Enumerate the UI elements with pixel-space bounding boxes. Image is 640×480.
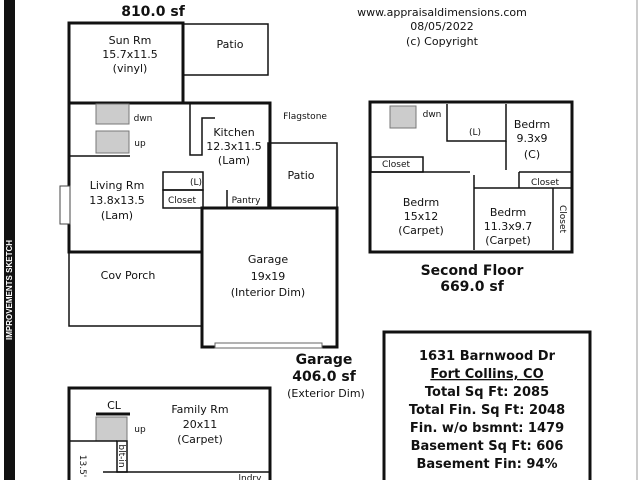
bedroom-2-dims: 15x12 (404, 210, 439, 223)
closet-label: Closet (168, 196, 197, 206)
second-floor-title: Second Floor (421, 263, 524, 279)
patio-right-label: Patio (288, 169, 315, 182)
bedroom-2-floor: (Carpet) (398, 224, 444, 237)
kitchen-floor: (Lam) (218, 154, 250, 167)
patio-top-label: Patio (217, 38, 244, 51)
bedroom-3-dims: 11.3x9.7 (484, 220, 533, 233)
garage-summary-title: Garage (296, 352, 353, 368)
built-in-label: blt-in (116, 444, 126, 467)
family-room-label: Family Rm (171, 403, 228, 416)
kitchen-label: Kitchen (213, 126, 254, 139)
laundry-label: (L) (190, 178, 202, 188)
stairs-down-label: dwn (423, 110, 442, 120)
closet-left-label: Closet (382, 160, 411, 170)
basement-sq-ft: Basement Sq Ft: 606 (411, 439, 564, 454)
garage-summary-area: 406.0 sf (292, 369, 356, 385)
pantry-label: Pantry (232, 196, 261, 206)
bedroom-2-label: Bedrm (403, 196, 439, 209)
laundry-label: (L) (469, 128, 481, 138)
living-room-floor: (Lam) (101, 209, 133, 222)
city: Fort Collins, CO (430, 367, 543, 382)
living-room-label: Living Rm (90, 179, 145, 192)
garage-dims: 19x19 (251, 270, 286, 283)
patio-top (182, 23, 269, 76)
cov-porch (68, 251, 203, 327)
closet-label: CL (107, 399, 122, 412)
main-floor: Sun Rm 15.7x11.5 (vinyl) Patio dwn up Ki… (59, 21, 339, 349)
stairs-up-label: up (134, 425, 146, 435)
second-floor-area: 669.0 sf (440, 279, 504, 295)
bedroom-1-label: Bedrm (514, 118, 550, 131)
closet-right-label: Closet (531, 178, 560, 188)
garage-door (214, 342, 323, 349)
closet-side-label: Closet (557, 205, 567, 234)
stairs-up (95, 130, 130, 154)
laundry-label: lndry (239, 474, 263, 480)
total-fin-sq-ft: Total Fin. Sq Ft: 2048 (409, 403, 565, 418)
date: 08/05/2022 (410, 20, 473, 33)
bedroom-1-dims: 9.3x9 (516, 132, 547, 145)
family-room-floor: (Carpet) (177, 433, 223, 446)
sun-room-label: Sun Rm (109, 34, 152, 47)
bedroom-3-label: Bedrm (490, 206, 526, 219)
sidebar-bar (4, 0, 15, 480)
kitchen-dims: 12.3x11.5 (206, 140, 262, 153)
garage-note: (Interior Dim) (231, 286, 305, 299)
total-sq-ft: Total Sq Ft: 2085 (425, 385, 549, 400)
garage-label: Garage (248, 253, 289, 266)
info-box: 1631 Barnwood Dr Fort Collins, CO Total … (382, 330, 592, 480)
bedroom-1-floor: (C) (524, 148, 540, 161)
cov-porch-label: Cov Porch (101, 269, 156, 282)
fireplace (59, 185, 71, 225)
address: 1631 Barnwood Dr (419, 349, 556, 364)
flagstone-label: Flagstone (283, 112, 327, 122)
dimension-label: 13.5' (77, 455, 87, 478)
basement-fin: Basement Fin: 94% (416, 457, 557, 472)
stairs-up (95, 416, 128, 442)
main-floor-area: 810.0 sf (121, 4, 185, 20)
sun-room-floor: (vinyl) (113, 62, 148, 75)
sidebar-label: IMPROVEMENTS SKETCH (5, 240, 14, 340)
second-floor: dwn (L) Bedrm 9.3x9 (C) Closet Closet Cl… (368, 100, 574, 254)
stairs-down (95, 103, 130, 125)
bedroom-3-floor: (Carpet) (485, 234, 531, 247)
garage-summary-note: (Exterior Dim) (287, 387, 365, 400)
sun-room-dims: 15.7x11.5 (102, 48, 158, 61)
website: www.appraisaldimensions.com (357, 6, 527, 19)
basement: CL up Family Rm 20x11 (Carpet) blt-in 13… (67, 386, 272, 480)
living-room-dims: 13.8x13.5 (89, 194, 145, 207)
stairs-down (389, 105, 417, 129)
fin-wo-bsmnt: Fin. w/o bsmnt: 1479 (410, 421, 564, 436)
family-room-dims: 20x11 (183, 418, 218, 431)
stairs-down-label: dwn (134, 114, 153, 124)
copyright: (c) Copyright (406, 35, 479, 48)
stairs-up-label: up (134, 139, 146, 149)
